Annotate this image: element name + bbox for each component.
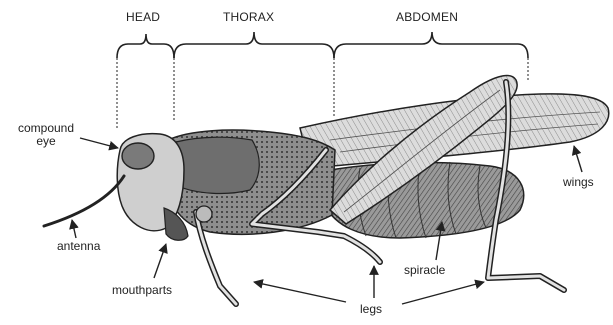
head-bracket	[117, 34, 174, 58]
segment-label-abdomen: ABDOMEN	[396, 11, 458, 24]
thorax-bracket	[174, 32, 334, 58]
label-compound-eye-line2: eye	[12, 135, 80, 148]
segment-brackets	[117, 32, 528, 58]
arrow-mouthparts	[154, 244, 166, 278]
segment-label-head: HEAD	[126, 11, 160, 24]
antenna-shape	[44, 176, 124, 226]
arrow-wings	[574, 146, 582, 172]
arrow-legs-left	[254, 282, 346, 302]
label-compound-eye: compound eye	[12, 122, 80, 148]
segment-label-thorax: THORAX	[223, 11, 274, 24]
label-mouthparts: mouthparts	[112, 284, 172, 297]
label-legs: legs	[360, 303, 382, 316]
label-antenna: antenna	[57, 240, 100, 253]
label-wings: wings	[563, 176, 594, 189]
abdomen-bracket	[334, 32, 528, 58]
label-spiracle: spiracle	[404, 264, 445, 277]
compound-eye-shape	[122, 143, 154, 169]
arrow-compound-eye	[80, 138, 118, 148]
arrow-legs-right	[402, 282, 484, 304]
arrow-antenna	[72, 220, 76, 238]
